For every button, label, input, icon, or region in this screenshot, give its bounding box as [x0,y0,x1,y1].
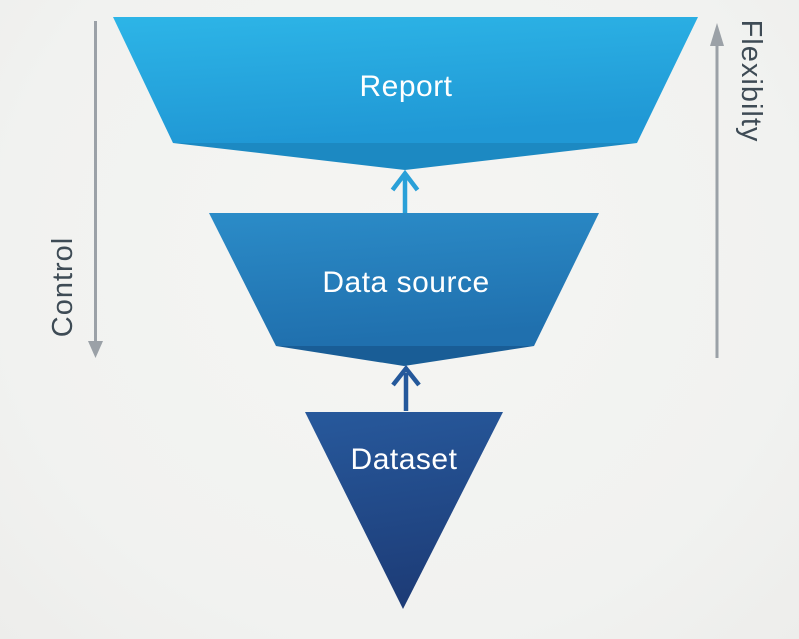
arrow-up-icon [710,23,724,46]
report-tier: Report [113,17,698,170]
control-axis: Control [47,21,103,358]
dataset-tier: Dataset [305,412,503,609]
dataset-label: Dataset [351,443,458,476]
datasource-tier-shape [209,213,599,346]
arrow-down-icon [88,341,103,358]
control-label: Control [47,237,79,338]
report-label: Report [359,70,452,103]
report-tier-shape [113,17,698,143]
datasource-tier: Data source [209,213,599,366]
flexibility-axis: Flexibilty [710,20,767,358]
report-tier-fold [173,143,637,170]
arrow-up-to-datasource-icon [391,364,421,411]
flexibility-label: Flexibilty [735,20,767,143]
dataset-tier-shape [305,412,503,609]
arrow-up-to-report-icon [390,169,420,213]
datasource-label: Data source [322,266,489,299]
datasource-tier-fold [276,346,534,366]
